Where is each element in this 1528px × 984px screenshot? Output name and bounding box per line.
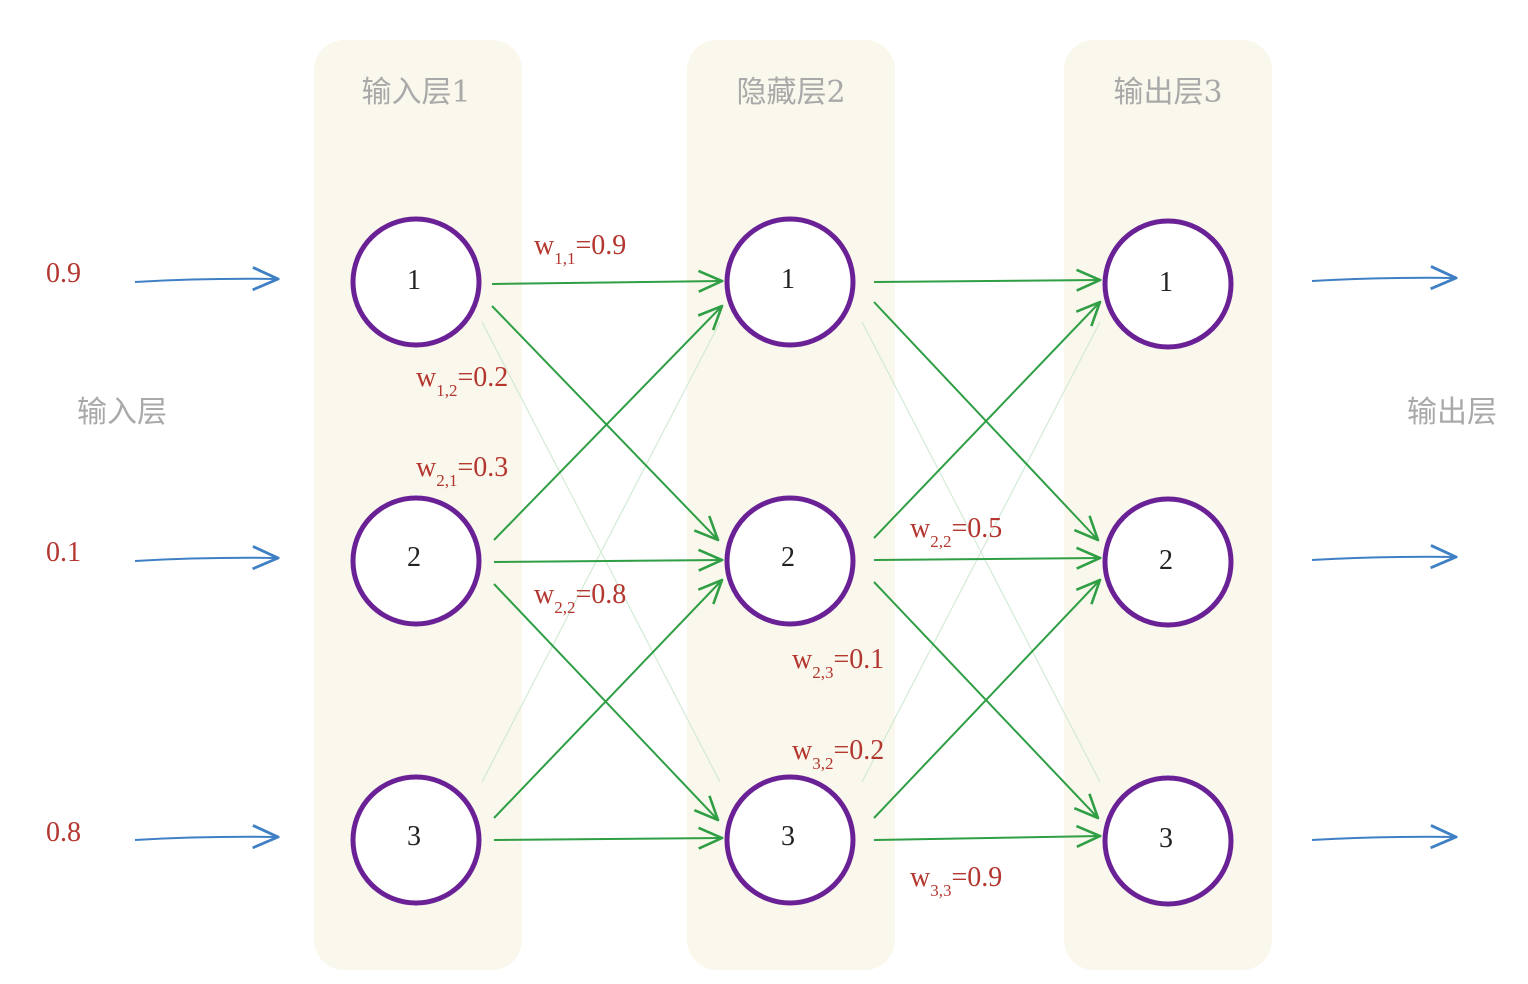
- node-hidden-1-label: 1: [781, 264, 795, 295]
- node-hidden-2-label: 2: [781, 542, 795, 573]
- edges-layer1-to-layer2: [491, 281, 722, 840]
- faint-edges: [481, 321, 1101, 783]
- edge-3-3: [493, 838, 722, 840]
- edge-h2-o1: [873, 302, 1100, 539]
- layer-title-2: 隐藏层2: [736, 75, 845, 110]
- input-arrows: [134, 279, 278, 840]
- input-arrow-1: [134, 279, 278, 282]
- node-input-3-label: 3: [407, 821, 421, 852]
- output-arrows: [1311, 278, 1456, 840]
- node-output-3: [1102, 775, 1234, 907]
- node-hidden-3-label: 3: [781, 821, 795, 852]
- weight-label-w32: w3,2=0.2: [792, 735, 884, 773]
- output-arrow-1: [1311, 278, 1456, 281]
- node-hidden-2: [724, 495, 856, 627]
- weight-label-w22-second: w2,2=0.5: [910, 513, 1002, 551]
- input-arrow-3: [134, 837, 278, 840]
- weight-label-w11: w1,1=0.9: [534, 230, 626, 268]
- node-input-1: [350, 216, 482, 348]
- node-input-3: [350, 774, 482, 906]
- input-value-2: 0.1: [46, 537, 81, 568]
- edge-h3-o2: [873, 580, 1100, 819]
- node-hidden-1: [724, 216, 856, 348]
- node-output-3-label: 3: [1159, 823, 1173, 854]
- edges-layer2-to-layer3: [873, 280, 1100, 840]
- output-arrow-3: [1311, 837, 1456, 840]
- layer-title-3: 输出层3: [1113, 75, 1222, 110]
- weight-label-w21: w2,1=0.3: [416, 452, 508, 490]
- edge-3-2: [493, 580, 722, 819]
- layer-title-1: 输入层1: [361, 75, 470, 110]
- output-arrow-2: [1311, 557, 1456, 560]
- weight-label-w12: w1,2=0.2: [416, 362, 508, 400]
- weight-label-w23: w2,3=0.1: [792, 644, 884, 682]
- edge-2-1: [493, 306, 722, 541]
- weight-label-w22-first: w2,2=0.8: [534, 579, 626, 617]
- node-output-2-label: 2: [1159, 545, 1173, 576]
- edge-h1-o1: [873, 280, 1100, 282]
- input-side-label: 输入层: [77, 395, 167, 430]
- weight-label-w33: w3,3=0.9: [910, 862, 1002, 900]
- edge-1-1: [491, 281, 722, 284]
- input-arrow-2: [134, 558, 278, 561]
- edge-h2-o2: [873, 558, 1100, 560]
- edge-h3-o3: [873, 836, 1100, 840]
- input-value-1: 0.9: [46, 258, 81, 289]
- node-input-2: [350, 495, 482, 627]
- output-side-label: 输出层: [1407, 395, 1497, 430]
- node-hidden-3: [724, 774, 856, 906]
- edge-2-2: [493, 560, 722, 562]
- node-output-1-label: 1: [1159, 267, 1173, 298]
- edge-1-2: [491, 305, 718, 540]
- input-value-3: 0.8: [46, 817, 81, 848]
- node-input-1-label: 1: [407, 265, 421, 296]
- node-output-2: [1102, 496, 1234, 628]
- node-input-2-label: 2: [407, 542, 421, 573]
- node-output-1: [1102, 218, 1234, 350]
